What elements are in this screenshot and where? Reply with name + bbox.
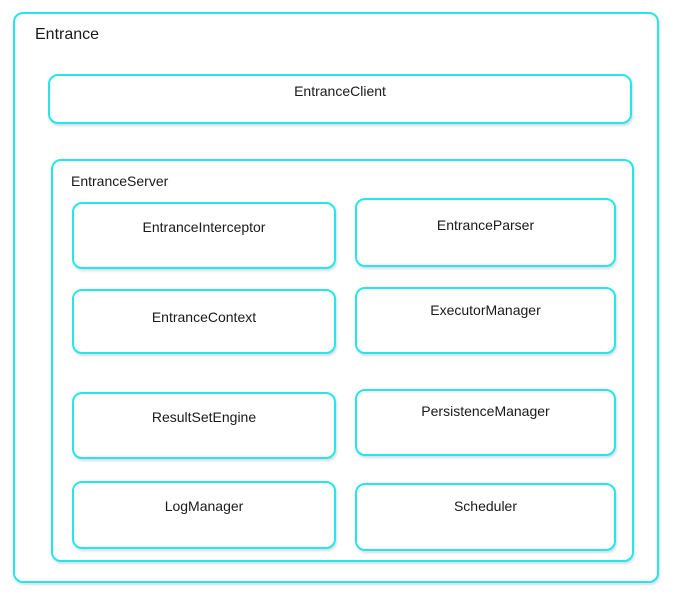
component-entrance-parser: EntranceParser xyxy=(355,198,616,267)
component-label: EntranceParser xyxy=(436,217,535,233)
entrance-client-label: EntranceClient xyxy=(294,83,386,99)
component-label: EntranceInterceptor xyxy=(142,219,266,235)
component-scheduler: Scheduler xyxy=(355,483,616,551)
component-entrance-interceptor: EntranceInterceptor xyxy=(72,202,336,269)
entrance-client-box: EntranceClient xyxy=(48,74,632,124)
component-label: LogManager xyxy=(164,498,244,514)
component-label: ResultSetEngine xyxy=(151,409,257,425)
component-label: Scheduler xyxy=(453,498,518,514)
component-label: ExecutorManager xyxy=(430,302,541,318)
entrance-server-label: EntranceServer xyxy=(71,173,169,189)
component-label: EntranceContext xyxy=(151,309,257,325)
entrance-server-box: EntranceServer EntranceInterceptor Entra… xyxy=(51,159,634,562)
component-resultset-engine: ResultSetEngine xyxy=(72,392,336,459)
component-log-manager: LogManager xyxy=(72,481,336,549)
entrance-title: Entrance xyxy=(35,26,100,43)
component-executor-manager: ExecutorManager xyxy=(355,287,616,354)
component-label: PersistenceManager xyxy=(421,403,550,419)
entrance-container-box: Entrance EntranceClient EntranceServer E… xyxy=(13,12,659,583)
component-persistence-manager: PersistenceManager xyxy=(355,389,616,456)
component-entrance-context: EntranceContext xyxy=(72,289,336,354)
